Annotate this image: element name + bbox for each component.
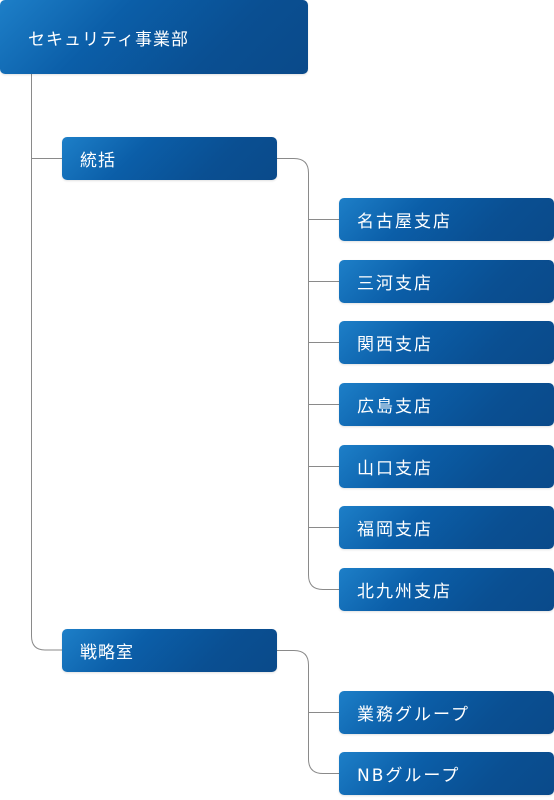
team-node-gyomu-group: 業務グループ — [339, 691, 554, 734]
branch-node-yamaguchi: 山口支店 — [339, 445, 554, 488]
connector-group-1-branch — [277, 158, 339, 590]
branch-node-kansai: 関西支店 — [339, 321, 554, 364]
branch-label: 関西支店 — [357, 335, 433, 355]
org-root-label: セキュリティ事業部 — [28, 29, 189, 50]
branch-label: 三河支店 — [357, 274, 433, 294]
branch-label: 北九州支店 — [357, 582, 452, 602]
branch-label: 名古屋支店 — [357, 212, 452, 232]
team-node-nb-group: NBグループ — [339, 752, 554, 795]
branch-node-nagoya: 名古屋支店 — [339, 198, 554, 241]
branch-node-hiroshima: 広島支店 — [339, 383, 554, 426]
team-label: 業務グループ — [357, 705, 470, 725]
connector-root-trunk — [31, 74, 62, 651]
branch-label: 福岡支店 — [357, 520, 433, 540]
group-label: 戦略室 — [80, 643, 134, 663]
group-label: 統括 — [80, 151, 116, 171]
group-node-tokatsu: 統括 — [62, 137, 277, 180]
branch-node-mikawa: 三河支店 — [339, 260, 554, 303]
group-node-senryakushitsu: 戦略室 — [62, 629, 277, 672]
team-label: NBグループ — [357, 766, 461, 786]
branch-node-kitakyushu: 北九州支店 — [339, 568, 554, 611]
branch-label: 広島支店 — [357, 397, 433, 417]
branch-node-fukuoka: 福岡支店 — [339, 506, 554, 549]
branch-label: 山口支店 — [357, 459, 433, 479]
org-root-node: セキュリティ事業部 — [0, 0, 308, 74]
